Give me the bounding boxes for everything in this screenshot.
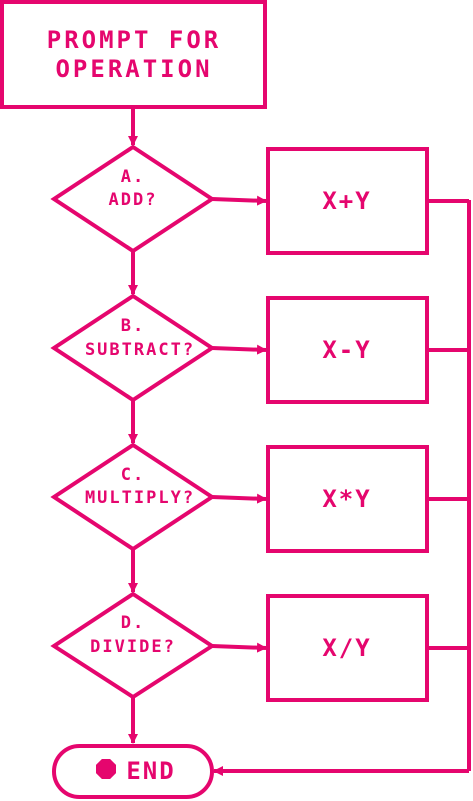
decision-letter: B. [121, 316, 145, 336]
decision-multiply: C. MULTIPLY? [50, 442, 216, 552]
decision-letter: A. [121, 167, 145, 187]
action-product: X*Y [266, 445, 429, 553]
arrow-multiply-to-product [211, 493, 267, 504]
arrow-divide-to-quotient [211, 642, 267, 653]
decision-subtract: B. SUBTRACT? [50, 293, 216, 403]
decision-question: SUBTRACT? [85, 340, 195, 360]
start-box: PROMPT FOR OPERATION [0, 0, 267, 109]
stop-octagon-icon [96, 759, 116, 779]
end-terminator: END [52, 744, 214, 799]
action-label: X/Y [322, 634, 371, 662]
action-difference: X-Y [266, 296, 429, 404]
arrow-add-to-sum [211, 195, 267, 206]
decision-question: MULTIPLY? [85, 488, 195, 508]
action-label: X+Y [322, 187, 371, 215]
start-label-line2: OPERATION [55, 55, 212, 83]
action-label: X*Y [322, 485, 371, 513]
end-label: END [126, 757, 175, 785]
arrow-subtract-to-difference [211, 344, 267, 355]
decision-divide: D. DIVIDE? [50, 591, 216, 700]
decision-letter: D. [121, 613, 145, 633]
action-label: X-Y [322, 336, 371, 364]
decision-letter: C. [121, 465, 145, 485]
action-quotient: X/Y [266, 594, 429, 702]
decision-question: ADD? [109, 190, 158, 210]
action-sum: X+Y [266, 147, 429, 255]
decision-add: A. ADD? [50, 144, 216, 254]
decision-question: DIVIDE? [90, 637, 176, 657]
start-label-line1: PROMPT FOR [47, 26, 222, 54]
